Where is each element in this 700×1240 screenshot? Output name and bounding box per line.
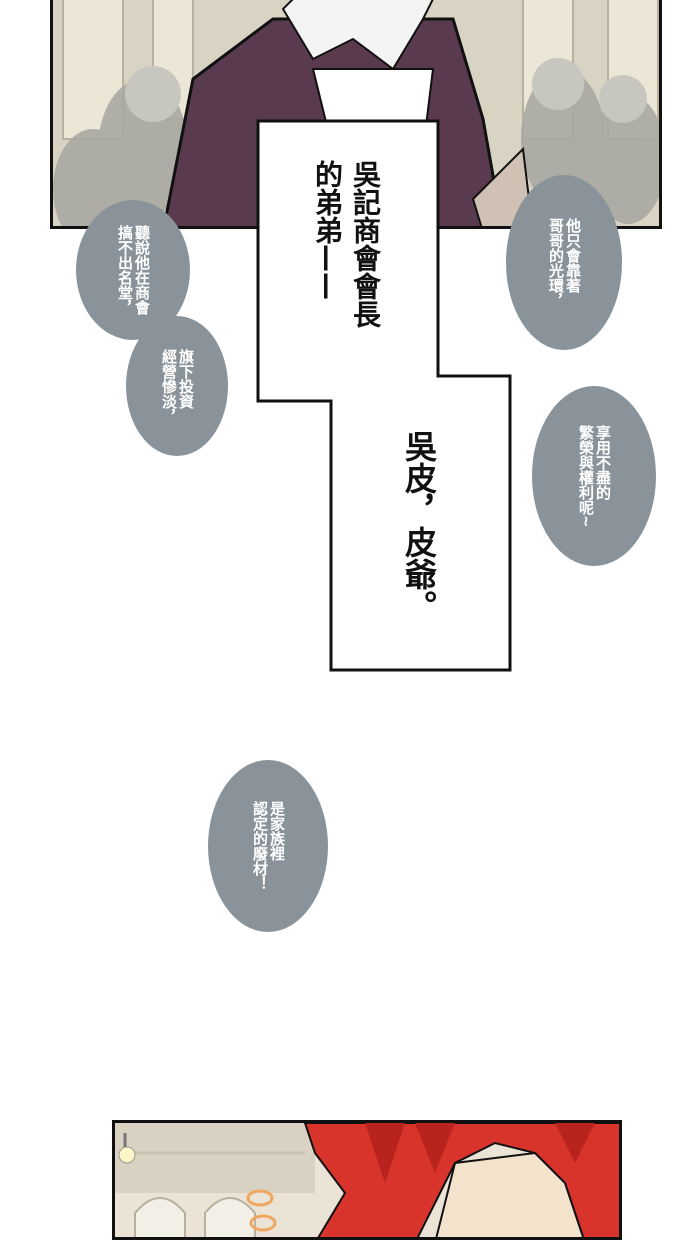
gossip-text-4: 享用不盡的 繁榮與權利呢~ xyxy=(577,424,612,528)
gossip-bubble-3: 他只會靠著 哥哥的光環， xyxy=(506,175,622,350)
narration-box xyxy=(256,119,512,672)
gossip-text-1: 聽說他在商會 搞不出名堂， xyxy=(116,225,151,315)
gossip-text-3: 他只會靠著 哥哥的光環， xyxy=(547,217,582,308)
narration-line-2: 的弟弟—— xyxy=(311,160,344,300)
gossip-text-5: 是家族裡 認定的廢材！ xyxy=(251,801,286,891)
bottom-comic-panel xyxy=(112,1120,622,1240)
narration-line-1: 吳記商會會長 xyxy=(349,160,382,328)
gossip-bubble-5: 是家族裡 認定的廢材！ xyxy=(208,760,328,932)
gossip-text-2: 旗下投資 經營慘淡， xyxy=(160,348,195,424)
red-hair-character-illustration xyxy=(115,1123,619,1237)
gossip-bubble-2: 旗下投資 經營慘淡， xyxy=(126,316,228,456)
narration-line-3: 吳皮，皮爺。 xyxy=(400,430,438,622)
gossip-bubble-4: 享用不盡的 繁榮與權利呢~ xyxy=(532,386,656,566)
